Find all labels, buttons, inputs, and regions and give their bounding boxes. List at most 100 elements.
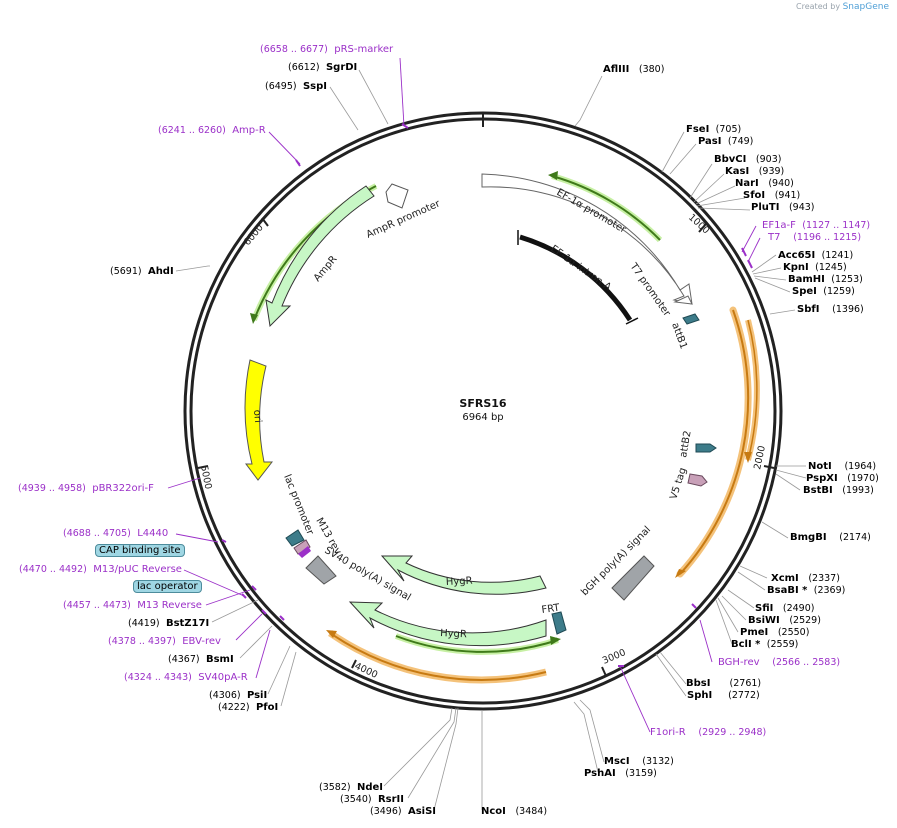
primer-marks bbox=[221, 123, 753, 667]
label-lac-operator[interactable]: lac operator bbox=[133, 580, 202, 593]
enzyme-pos: (940) bbox=[768, 178, 794, 189]
enzyme-name: RsrII bbox=[377, 794, 404, 805]
enzyme-bstZ17I[interactable]: (4419) BstZ17I bbox=[128, 618, 209, 629]
primer-m13-puc-reverse[interactable]: (4470 .. 4492) M13/pUC Reverse bbox=[19, 564, 182, 575]
enzyme-pfoI[interactable]: (4222) PfoI bbox=[218, 702, 278, 713]
primer-sv40pa-r[interactable]: (4324 .. 4343) SV40pA-R bbox=[124, 672, 248, 683]
enzyme-kpnI[interactable]: KpnI (1245) bbox=[783, 262, 847, 273]
enzyme-speI[interactable]: SpeI (1259) bbox=[792, 286, 855, 297]
frt-feature bbox=[551, 611, 567, 635]
intron-cap-2 bbox=[625, 317, 639, 325]
enzyme-pos: (903) bbox=[755, 154, 782, 165]
enzyme-pos: (3496) bbox=[370, 806, 402, 817]
primer-prs-marker[interactable]: (6658 .. 6677) pRS-marker bbox=[260, 44, 393, 55]
enzyme-bamHI[interactable]: BamHI (1253) bbox=[788, 274, 863, 285]
m13-rev-feature bbox=[293, 539, 311, 555]
enzyme-name: PasI bbox=[698, 136, 722, 147]
primer-name: BGH-rev bbox=[718, 657, 760, 668]
enzyme-sphI[interactable]: SphI (2772) bbox=[687, 690, 760, 701]
enzyme-name: NotI bbox=[808, 461, 832, 472]
enzyme-ncoI[interactable]: NcoI (3484) bbox=[481, 806, 547, 817]
primer-range: (6658 .. 6677) bbox=[260, 44, 328, 55]
enzyme-pos: (1259) bbox=[823, 286, 855, 297]
ampr-promoter-arrow bbox=[385, 183, 409, 209]
enzyme-bbsI[interactable]: BbsI (2761) bbox=[686, 678, 761, 689]
enzyme-pos: (749) bbox=[727, 136, 754, 147]
enzyme-fseI[interactable]: FseI (705) bbox=[686, 124, 741, 135]
plasmid-size: 6964 bp bbox=[462, 412, 503, 423]
primer-range: (1196 .. 1215) bbox=[793, 232, 862, 243]
enzyme-pluTI[interactable]: PluTI (943) bbox=[751, 202, 815, 213]
enzyme-pshAI[interactable]: PshAI (3159) bbox=[584, 768, 657, 779]
enzyme-sspI[interactable]: (6495) SspI bbox=[265, 81, 327, 92]
enzyme-bsiWI[interactable]: BsiWI (2529) bbox=[748, 615, 821, 626]
tick-label-6000: 6000 bbox=[242, 222, 266, 248]
hygr-inner-arrow bbox=[380, 555, 547, 595]
enzyme-name: BbvCI bbox=[714, 154, 747, 165]
enzyme-sbfI[interactable]: SbfI (1396) bbox=[797, 304, 864, 315]
orf-right-inner-line bbox=[747, 319, 758, 461]
orf-highlights bbox=[326, 306, 760, 684]
enzyme-bbvCI[interactable]: BbvCI (903) bbox=[714, 154, 781, 165]
enzyme-sfoI[interactable]: SfoI (941) bbox=[743, 190, 800, 201]
enzyme-mscI[interactable]: MscI (3132) bbox=[604, 756, 674, 767]
enzyme-bmgBI[interactable]: BmgBI (2174) bbox=[790, 532, 871, 543]
enzyme-name: BclI * bbox=[731, 639, 761, 650]
primer-ef1a-f[interactable]: EF1a-F (1127 .. 1147) bbox=[762, 220, 870, 231]
enzyme-bsmI[interactable]: (4367) BsmI bbox=[168, 654, 234, 665]
enzyme-narI[interactable]: NarI (940) bbox=[735, 178, 794, 189]
enzyme-ndeI[interactable]: (3582) NdeI bbox=[319, 782, 383, 793]
enzyme-pos: (2337) bbox=[808, 573, 840, 584]
backbone-inner bbox=[189, 117, 777, 705]
enzyme-pos: (3582) bbox=[319, 782, 351, 793]
primer-name: M13 Reverse bbox=[137, 600, 202, 611]
label-cap-binding-site[interactable]: CAP binding site bbox=[95, 544, 185, 557]
enzyme-pos: (941) bbox=[774, 190, 801, 201]
enzyme-aflIII[interactable]: AflIII (380) bbox=[603, 64, 664, 75]
enzyme-kasI[interactable]: KasI (939) bbox=[725, 166, 784, 177]
enzyme-sgrDI[interactable]: (6612) SgrDI bbox=[288, 62, 357, 73]
orf-hyg bbox=[395, 635, 559, 653]
features bbox=[244, 173, 717, 647]
enzyme-name: BstBI bbox=[803, 485, 833, 496]
orf-right-inner-arrow bbox=[744, 452, 752, 463]
enzyme-name: NarI bbox=[735, 178, 759, 189]
label-ef1a-promoter: EF-1α promoter bbox=[555, 187, 629, 236]
enzyme-pspXI[interactable]: PspXI (1970) bbox=[806, 473, 879, 484]
enzyme-bstBI[interactable]: BstBI (1993) bbox=[803, 485, 874, 496]
primer-range: (2929 .. 2948) bbox=[698, 727, 767, 738]
enzyme-name: NcoI bbox=[481, 806, 506, 817]
enzyme-acc65I[interactable]: Acc65I (1241) bbox=[778, 250, 853, 261]
enzyme-asiSI[interactable]: (3496) AsiSI bbox=[370, 806, 436, 817]
primer-m13-reverse[interactable]: (4457 .. 4473) M13 Reverse bbox=[63, 600, 202, 611]
primer-l4440[interactable]: (4688 .. 4705) L4440 bbox=[63, 528, 168, 539]
primer-f1ori-r[interactable]: F1ori-R (2929 .. 2948) bbox=[650, 727, 766, 738]
primer-bgh-rev[interactable]: BGH-rev (2566 .. 2583) bbox=[718, 657, 840, 668]
label-hygr-outer: HygR bbox=[440, 628, 467, 640]
enzyme-sfiI[interactable]: SfiI (2490) bbox=[755, 603, 814, 614]
enzyme-notI[interactable]: NotI (1964) bbox=[808, 461, 876, 472]
primer-range: (4378 .. 4397) bbox=[108, 636, 176, 647]
enzyme-name: BsiWI bbox=[748, 615, 780, 626]
enzyme-psiI[interactable]: (4306) PsiI bbox=[209, 690, 267, 701]
enzyme-pasI[interactable]: PasI (749) bbox=[698, 136, 753, 147]
orf-right-line bbox=[679, 309, 750, 575]
enzyme-bsaBI[interactable]: BsaBI * (2369) bbox=[767, 585, 845, 596]
enzyme-name: Acc65I bbox=[778, 250, 816, 261]
enzyme-bclI[interactable]: BclI * (2559) bbox=[731, 639, 798, 650]
enzyme-pmeI[interactable]: PmeI (2550) bbox=[740, 627, 809, 638]
primer-t7[interactable]: T7 (1196 .. 1215) bbox=[768, 232, 861, 243]
leader-lines bbox=[175, 69, 807, 811]
attb2-feature bbox=[695, 443, 717, 453]
primer-amp-r[interactable]: (6241 .. 6260) Amp-R bbox=[158, 125, 266, 136]
enzyme-ahdI[interactable]: (5691) AhdI bbox=[110, 266, 174, 277]
primer-range: (4457 .. 4473) bbox=[63, 600, 131, 611]
enzyme-name: BstZ17I bbox=[165, 618, 210, 629]
tick-label-3000: 3000 bbox=[601, 647, 628, 667]
enzyme-xcmI[interactable]: XcmI (2337) bbox=[771, 573, 840, 584]
primer-pbr322ori-f[interactable]: (4939 .. 4958) pBR322ori-F bbox=[18, 483, 154, 494]
enzyme-rsrII[interactable]: (3540) RsrII bbox=[340, 794, 404, 805]
enzyme-name: PmeI bbox=[740, 627, 769, 638]
primer-ebv-rev[interactable]: (4378 .. 4397) EBV-rev bbox=[108, 636, 221, 647]
